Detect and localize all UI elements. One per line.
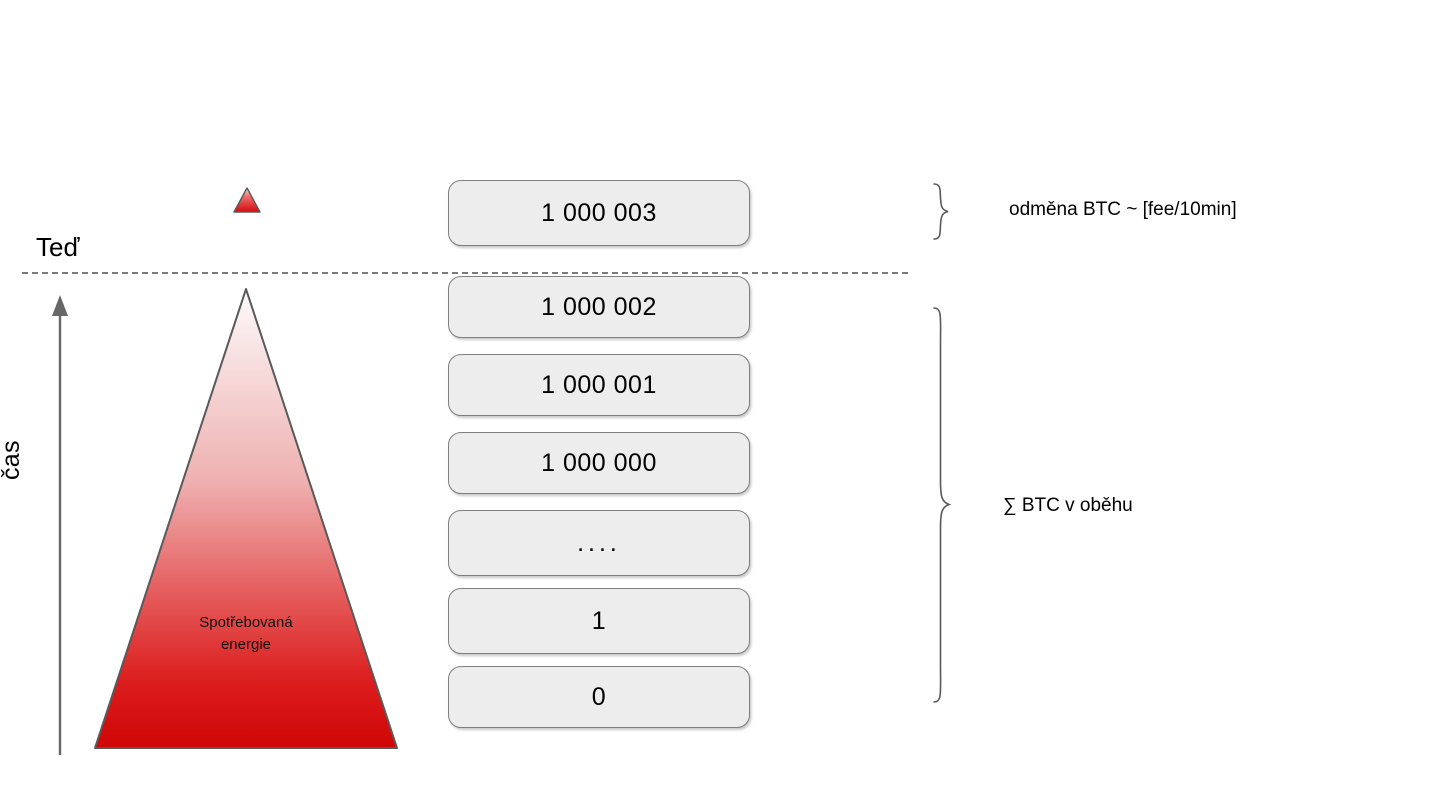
pending-block-triangle-icon xyxy=(231,184,263,216)
consumed-energy-label: Spotřebovaná energie xyxy=(150,612,342,656)
block-ellipsis-label: .... xyxy=(577,528,621,557)
block-item[interactable]: 1 000 001 xyxy=(448,354,750,416)
block-genesis[interactable]: 0 xyxy=(448,666,750,728)
reward-brace-icon xyxy=(930,182,960,242)
time-axis-label: čas xyxy=(0,440,25,480)
block-item[interactable]: 1 xyxy=(448,588,750,654)
block-item[interactable]: 1 000 002 xyxy=(448,276,750,338)
time-axis-arrow xyxy=(40,290,82,755)
consumed-energy-label-line1: Spotřebovaná xyxy=(199,614,293,631)
supply-brace-icon xyxy=(930,305,960,705)
reward-annotation-text: odměna BTC ~ [fee/10min] xyxy=(1009,199,1237,220)
consumed-energy-triangle xyxy=(88,284,406,756)
block-item[interactable]: 1 000 000 xyxy=(448,432,750,494)
blockchain-column: 1 000 003 1 000 002 1 000 001 1 000 000 … xyxy=(448,180,750,728)
block-pending[interactable]: 1 000 003 xyxy=(448,180,750,246)
now-dashed-line xyxy=(22,272,908,274)
supply-annotation-text: ∑ BTC v oběhu xyxy=(1003,495,1133,516)
block-item-ellipsis[interactable]: .... xyxy=(448,510,750,576)
now-label: Teď xyxy=(36,232,80,262)
consumed-energy-label-line2: energie xyxy=(220,636,272,653)
